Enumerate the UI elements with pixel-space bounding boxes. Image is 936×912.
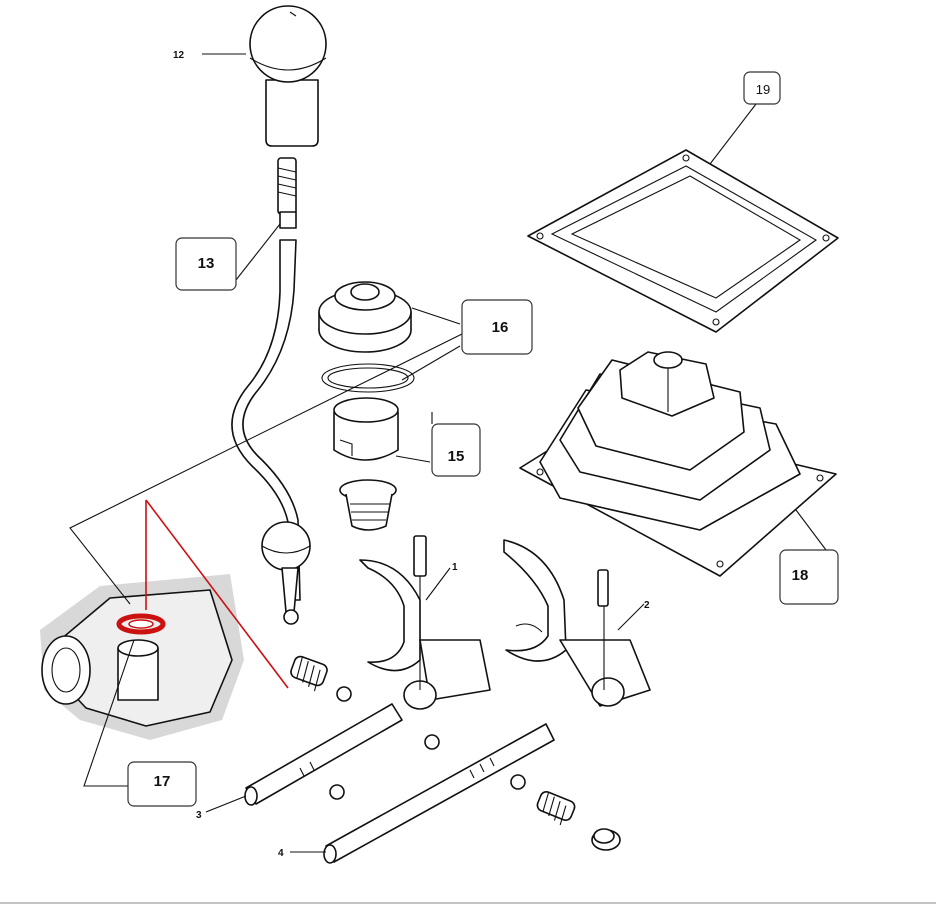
- callout-17: 17: [127, 761, 197, 807]
- spring-2: [536, 790, 576, 826]
- callout-2: 2: [644, 600, 650, 611]
- shift-knob: [249, 5, 327, 147]
- fork-shaft-3: [244, 703, 403, 806]
- callout-18: 18: [779, 549, 839, 605]
- boot-cover-plate: [527, 149, 839, 333]
- callout-3: 3: [196, 810, 202, 821]
- highlighted-seal: [116, 613, 166, 635]
- callout-16: 16: [461, 299, 533, 355]
- callout-19: 19: [743, 71, 781, 105]
- callout-13: 13: [175, 237, 237, 291]
- callout-4: 4: [278, 848, 284, 859]
- callout-12: 12: [173, 50, 185, 61]
- svg-text:15: 15: [448, 448, 465, 465]
- svg-text:12: 12: [173, 50, 185, 61]
- shift-fork-1: [359, 535, 491, 710]
- shift-lever: [231, 239, 311, 625]
- svg-text:17: 17: [154, 773, 171, 790]
- svg-text:3: 3: [196, 810, 202, 821]
- leader-lines: [69, 53, 827, 853]
- lever-seat: [333, 397, 399, 461]
- svg-text:18: 18: [792, 567, 809, 584]
- svg-text:1: 1: [452, 562, 458, 573]
- transmission-case: [40, 574, 244, 740]
- plug-bolt: [591, 828, 621, 851]
- fork-shaft-4: [323, 723, 555, 864]
- retaining-ring: [321, 363, 415, 393]
- svg-text:16: 16: [492, 319, 509, 336]
- svg-text:4: 4: [278, 848, 284, 859]
- shift-fork-2: [503, 539, 651, 707]
- svg-text:2: 2: [644, 600, 650, 611]
- spring-seat: [339, 479, 397, 531]
- lever-thread: [277, 157, 297, 229]
- detent-balls: [329, 734, 526, 800]
- detent-spring: [290, 655, 352, 702]
- svg-text:19: 19: [756, 82, 770, 97]
- callout-15: 15: [431, 423, 481, 477]
- lever-boot-seat: [318, 281, 412, 353]
- svg-text:13: 13: [198, 255, 215, 272]
- callout-1: 1: [452, 562, 458, 573]
- shift-boot: [519, 351, 837, 577]
